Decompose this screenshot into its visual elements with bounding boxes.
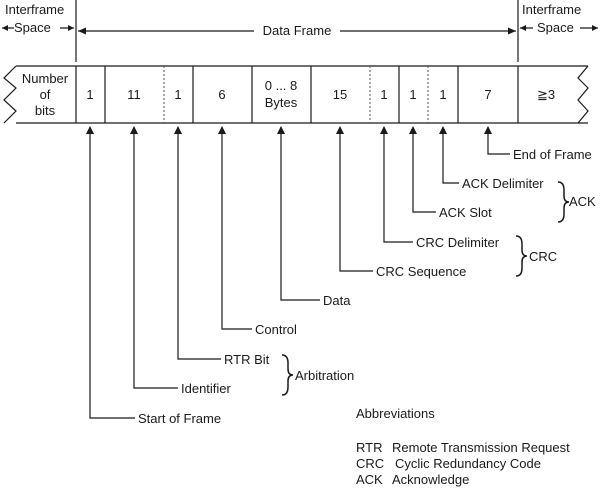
interframe-space-left-line1: Interframe	[5, 2, 64, 17]
field-crc-delimiter-bits: 1	[380, 87, 387, 102]
field-ack-slot-bits: 1	[409, 87, 416, 102]
field-end-of-frame-bits: 7	[484, 87, 491, 102]
label-crc-delimiter: CRC Delimiter	[416, 235, 500, 250]
abbreviations-title: Abbreviations	[356, 406, 435, 421]
field-crc-sequence-bits: 15	[333, 87, 347, 102]
callout-labels: End of Frame ACK Delimiter ACK Slot CRC …	[138, 147, 592, 426]
data-frame-label: Data Frame	[263, 23, 332, 38]
field-interframe-bits: ≧3	[537, 87, 555, 102]
field-rtr-bits: 1	[174, 87, 181, 102]
abbr-ack-meaning: Acknowledge	[392, 472, 469, 487]
field-data-bits-line1: 0 ... 8	[265, 78, 298, 93]
frame-bar: Number of bits 1 11 1 6 0 ... 8 Bytes 15…	[3, 65, 589, 124]
leader-crc-sequence	[336, 126, 373, 272]
abbr-ack: ACK	[356, 472, 383, 487]
crc-brace	[515, 235, 528, 277]
interframe-space-left-line2: Space	[14, 20, 51, 35]
leader-end-of-frame	[484, 126, 510, 155]
abbr-crc: CRC	[356, 456, 384, 471]
label-end-of-frame: End of Frame	[513, 147, 592, 162]
frame-right-break	[577, 65, 589, 124]
label-start-of-frame: Start of Frame	[138, 411, 221, 426]
group-label-arbitration: Arbitration	[295, 368, 354, 383]
bits-header-line2: of	[40, 87, 51, 102]
leader-start-of-frame	[86, 126, 135, 419]
abbr-rtr-meaning: Remote Transmission Request	[392, 440, 570, 455]
header: Interframe Space Data Frame Interframe S…	[2, 0, 598, 62]
label-data: Data	[323, 293, 351, 308]
leader-control	[218, 126, 252, 330]
frame-left-break	[3, 65, 17, 124]
field-ack-delimiter-bits: 1	[439, 87, 446, 102]
interframe-space-right-line1: Interframe	[522, 2, 581, 17]
leader-crc-delimiter	[380, 126, 413, 243]
ack-brace	[557, 181, 570, 223]
callout-leaders	[86, 126, 510, 419]
group-braces: ACK CRC Arbitration	[281, 181, 596, 396]
group-label-crc: CRC	[529, 249, 557, 264]
field-identifier-bits: 11	[127, 87, 141, 102]
abbr-crc-meaning: Cyclic Redundancy Code	[395, 456, 541, 471]
label-identifier: Identifier	[181, 381, 232, 396]
group-label-ack: ACK	[569, 194, 596, 209]
label-control: Control	[255, 322, 297, 337]
field-start-of-frame-bits: 1	[86, 87, 93, 102]
arbitration-brace	[281, 354, 294, 396]
abbreviations-legend: Abbreviations RTR Remote Transmission Re…	[356, 406, 570, 487]
leader-data	[277, 126, 320, 301]
label-crc-sequence: CRC Sequence	[376, 264, 466, 279]
label-ack-slot: ACK Slot	[439, 205, 492, 220]
abbr-rtr: RTR	[356, 440, 382, 455]
interframe-space-right-line2: Space	[537, 20, 574, 35]
label-rtr-bit: RTR Bit	[224, 352, 270, 367]
leader-rtr-bit	[174, 126, 221, 360]
leader-ack-delimiter	[439, 126, 459, 184]
bits-header-line3: bits	[35, 103, 56, 118]
field-data-bits-line2: Bytes	[265, 95, 298, 110]
field-control-bits: 6	[218, 87, 225, 102]
bits-header-line1: Number	[22, 71, 69, 86]
label-ack-delimiter: ACK Delimiter	[462, 176, 544, 191]
leader-ack-slot	[409, 126, 436, 213]
leader-identifier	[130, 126, 178, 389]
